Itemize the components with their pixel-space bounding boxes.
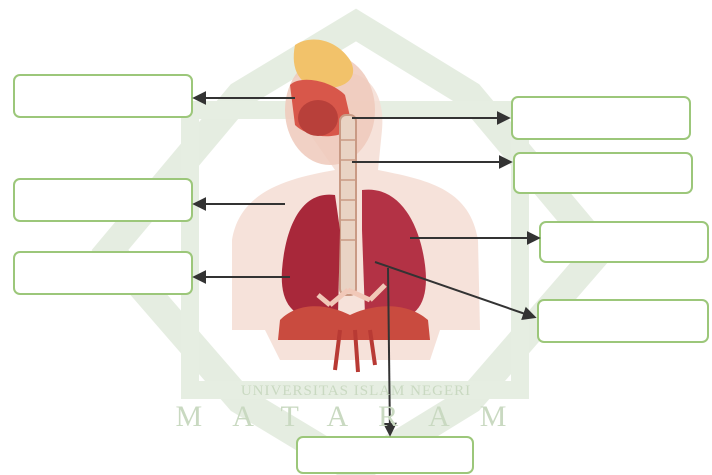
label-box-7[interactable]	[538, 300, 708, 342]
label-box-1[interactable]	[14, 75, 192, 117]
watermark-line-1: UNIVERSITAS ISLAM NEGERI	[0, 383, 712, 400]
label-box-6[interactable]	[14, 252, 192, 294]
label-box-2[interactable]	[512, 97, 690, 139]
trachea	[340, 115, 356, 295]
label-box-5[interactable]	[540, 222, 708, 262]
label-box-3[interactable]	[514, 153, 692, 193]
label-box-8[interactable]	[297, 437, 473, 473]
label-box-4[interactable]	[14, 179, 192, 221]
watermark-line-2: MATARAM	[0, 400, 712, 434]
larynx-region	[298, 100, 338, 136]
